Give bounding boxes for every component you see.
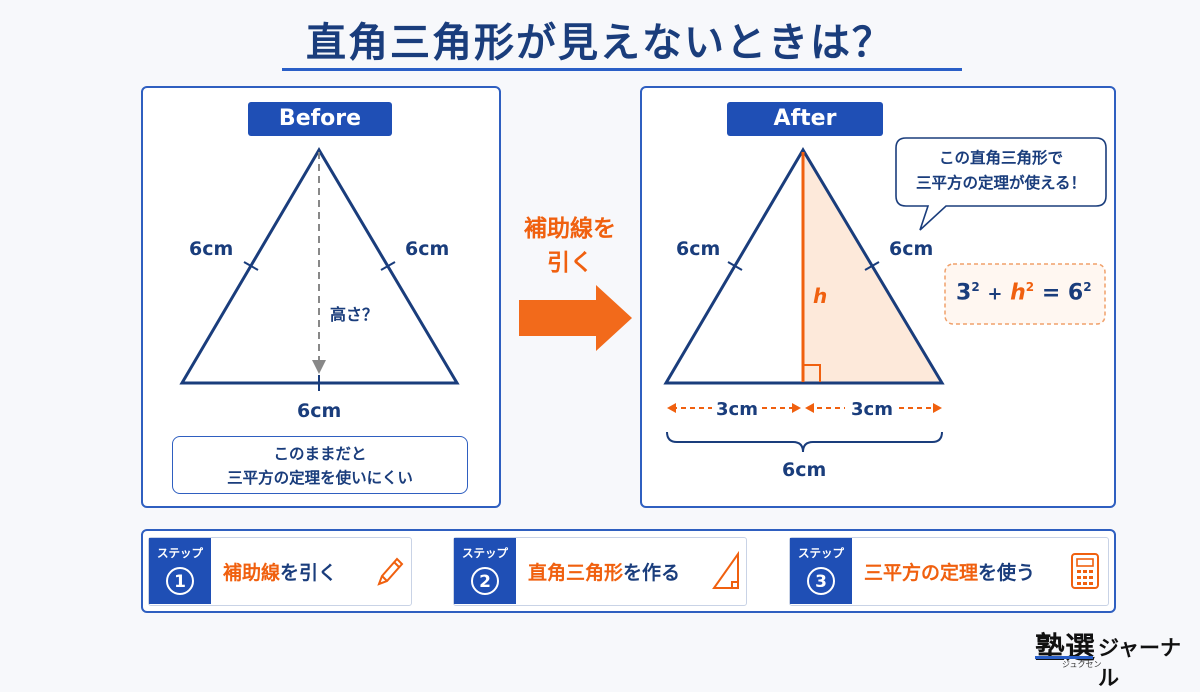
set-square-icon — [712, 550, 739, 589]
step-3: ステップ 3 三平方の定理を使う — [789, 537, 1109, 606]
before-base-label: 6cm — [297, 400, 342, 422]
right-angle-mark — [803, 364, 821, 382]
before-tick-right — [380, 261, 396, 271]
height-question-label: 高さ？ — [330, 305, 379, 324]
after-side-left-label: 6cm — [676, 238, 721, 260]
after-tick-left — [727, 261, 743, 271]
step-2: ステップ 2 直角三角形を作る — [453, 537, 747, 606]
step-1: ステップ 1 補助線を引く — [148, 537, 412, 606]
bubble-text: この直角三角形で 三平方の定理が使える！ — [915, 149, 1087, 192]
speech-bubble — [895, 137, 1107, 231]
half-base-right-label: 3cm — [851, 399, 893, 420]
logo-sub: ジュクセン — [1062, 660, 1102, 669]
equation: 32 + h2 = 62 — [956, 280, 1092, 306]
half-base-left-label: 3cm — [716, 399, 758, 420]
title-underline — [282, 68, 962, 71]
logo-bar — [1035, 656, 1093, 659]
before-label: Before — [248, 102, 392, 136]
step-1-text: 補助線を引く — [223, 562, 338, 584]
height-h-label: h — [813, 284, 828, 308]
calculator-icon — [1071, 553, 1099, 589]
step-3-badge: ステップ 3 — [790, 538, 852, 604]
after-tick-right — [864, 261, 880, 271]
before-side-left-label: 6cm — [189, 238, 234, 260]
middle-label: 補助線を 引く — [524, 216, 616, 276]
pencil-icon — [377, 557, 404, 586]
equation-box — [944, 263, 1106, 325]
step-1-badge: ステップ 1 — [149, 538, 211, 604]
step-3-text: 三平方の定理を使う — [864, 562, 1036, 584]
middle-arrow — [519, 285, 632, 351]
logo-main: 塾選 — [1035, 631, 1095, 666]
after-base-total-label: 6cm — [782, 459, 827, 481]
after-side-right-label: 6cm — [889, 238, 934, 260]
base-brace — [666, 431, 943, 453]
step-2-text: 直角三角形を作る — [528, 562, 681, 584]
after-label: After — [727, 102, 883, 136]
logo-side: ジャーナル — [1098, 636, 1181, 690]
diagram-canvas — [179, 137, 1107, 585]
before-note: このままだと 三平方の定理を使いにくい — [172, 436, 468, 494]
before-height-arrowhead — [312, 360, 326, 374]
before-tick-left — [243, 261, 259, 271]
step-2-badge: ステップ 2 — [454, 538, 516, 604]
before-side-right-label: 6cm — [405, 238, 450, 260]
page-title: 直角三角形が見えないときは？ — [306, 20, 894, 66]
